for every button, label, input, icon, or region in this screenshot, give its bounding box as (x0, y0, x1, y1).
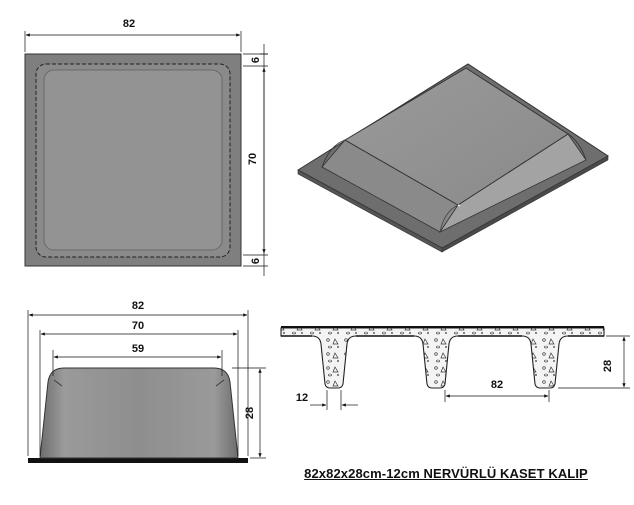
side-view-profile (39, 367, 239, 459)
side-view-base-label: 70 (132, 320, 144, 332)
side-view-top-label: 59 (132, 343, 144, 355)
side-view-overall-label: 82 (132, 300, 144, 312)
section-spacing-label: 82 (491, 379, 503, 391)
product-title: 82x82x28cm-12cm NERVÜRLÜ KASET KALIP (304, 466, 588, 481)
top-view-inner-face (43, 69, 223, 251)
top-view-width-label: 82 (123, 18, 135, 30)
side-view-base (28, 458, 248, 463)
side-view: 82 70 59 28 (27, 300, 266, 463)
top-view: 82 6 70 6 (24, 18, 268, 276)
side-view-height-label: 28 (244, 407, 256, 419)
top-view-rim-top-label: 6 (250, 57, 262, 63)
section-view: 28 12 82 (280, 326, 630, 410)
section-depth-label: 28 (602, 360, 614, 372)
isometric-view (297, 63, 609, 253)
section-concrete (280, 327, 605, 389)
section-rib-width-label: 12 (296, 392, 308, 404)
top-view-inner-label: 70 (247, 153, 259, 165)
top-view-rim-bottom-label: 6 (250, 258, 262, 264)
